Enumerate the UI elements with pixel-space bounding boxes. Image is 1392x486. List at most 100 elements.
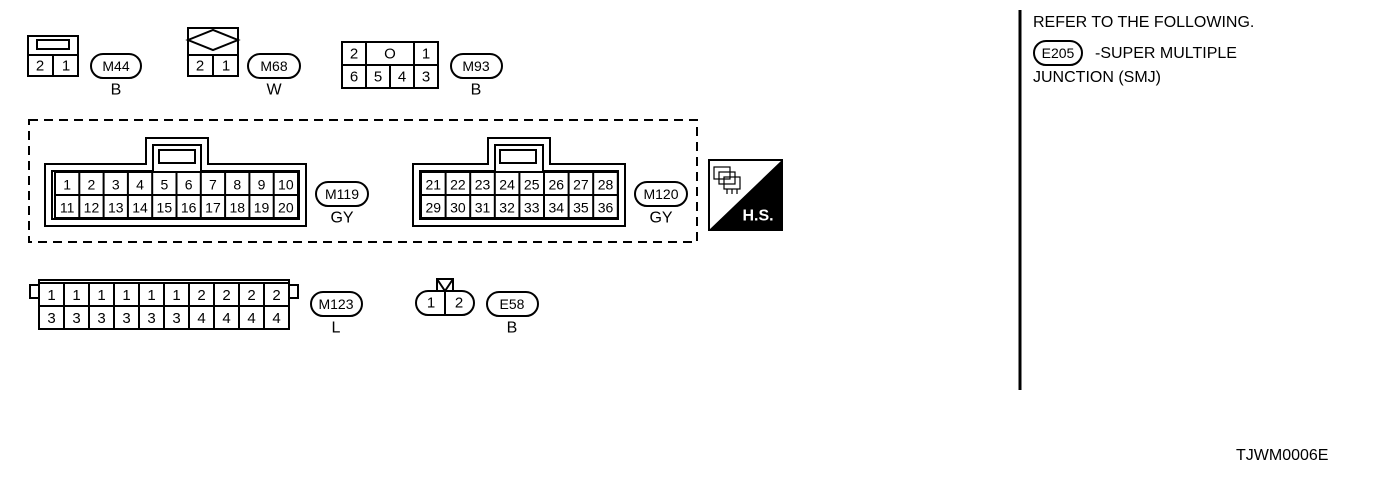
pin-label: 12 [84,200,100,216]
connector-e58 [415,278,475,316]
pin-label: 4 [247,310,255,327]
pin-label: 5 [374,69,382,86]
pin-label: O [384,46,396,63]
figure-code: TJWM0006E [1236,447,1329,464]
pin-label: 25 [524,177,540,193]
pin-label: 24 [499,177,515,193]
pin-label: 14 [132,200,148,216]
pin-label: 26 [549,177,565,193]
connector-m44 [27,35,79,77]
harness-icon [713,166,741,194]
pin-label: 4 [136,177,144,193]
pin-label: 2 [196,58,204,75]
pin-label: 4 [222,310,230,327]
pin-label: 2 [247,287,255,304]
pin-label: 2 [350,46,358,63]
pin-label: 5 [160,177,168,193]
pin-label: 13 [108,200,124,216]
pin-label: 3 [122,310,130,327]
wire-color-label: B [471,82,482,99]
pin-label: 2 [88,177,96,193]
hs-badge: H.S. [708,159,783,231]
pin-label: 6 [185,177,193,193]
id-oval-e58 [486,291,539,317]
wire-color-label: W [266,82,282,99]
pin-label: 15 [157,200,173,216]
dashed-group-box [28,119,698,243]
connector-m120 [412,137,626,227]
pin-label: 1 [47,287,55,304]
pin-label: 8 [233,177,241,193]
pin-label: 4 [398,69,406,86]
id-oval-e205 [1033,40,1083,66]
pin-label: 34 [549,200,565,216]
pin-label: 21 [426,177,442,193]
note-line-super-multiple: -SUPER MULTIPLE [1095,45,1237,62]
pin-label: 17 [205,200,221,216]
pin-label: 3 [422,69,430,86]
pin-label: 35 [573,200,589,216]
pin-label: 20 [278,200,294,216]
pin-label: 1 [62,58,70,75]
pin-label: 3 [47,310,55,327]
pin-label: 3 [97,310,105,327]
id-oval-m123 [310,291,363,317]
pin-label: 11 [60,200,75,216]
pin-label: 3 [72,310,80,327]
pin-label: 1 [422,46,430,63]
pin-label: 9 [258,177,266,193]
pin-label: 1 [97,287,105,304]
pin-label: 1 [172,287,180,304]
pin-label: 7 [209,177,217,193]
pin-label: 3 [112,177,120,193]
id-oval-m93 [450,53,503,79]
pin-label: 1 [63,177,71,193]
pin-label: 23 [475,177,491,193]
connector-m123 [29,279,299,330]
hs-badge-label: H.S. [742,208,773,225]
pin-label: 2 [36,58,44,75]
wire-color-label: B [507,320,518,337]
connector-id-label: M120 [643,186,678,202]
pin-label: 31 [475,200,491,216]
connector-m119 [44,137,307,227]
pin-label: 3 [147,310,155,327]
connector-id-label: M119 [325,186,359,202]
wire-color-label: GY [330,210,353,227]
pin-label: 1 [72,287,80,304]
pin-label: 30 [450,200,466,216]
wire-color-label: GY [649,210,672,227]
connector-id-label: M68 [260,58,287,74]
pin-label: 28 [598,177,614,193]
pin-label: 2 [197,287,205,304]
id-oval-m44 [90,53,142,79]
pin-label: 16 [181,200,197,216]
pin-label: 29 [426,200,442,216]
note-line-junction: JUNCTION (SMJ) [1033,69,1161,86]
pin-label: 2 [222,287,230,304]
pin-label: 1 [122,287,130,304]
pin-label: 6 [350,69,358,86]
pin-label: 4 [272,310,280,327]
connector-m68 [185,27,241,77]
pin-label: 10 [278,177,294,193]
id-oval-m119 [315,181,369,207]
pin-label: 2 [455,295,463,312]
connector-id-label: E205 [1042,45,1075,61]
pin-label: 4 [197,310,205,327]
pin-label: 1 [222,58,230,75]
connector-id-label: M93 [462,58,489,74]
pin-label: 32 [499,200,515,216]
connector-id-label: M44 [102,58,129,74]
connector-m93 [341,41,439,89]
wire-color-label: L [332,320,341,337]
pin-label: 33 [524,200,540,216]
note-heading: REFER TO THE FOLLOWING. [1033,14,1255,31]
pin-label: 19 [254,200,270,216]
connector-id-label: M123 [318,296,353,312]
wire-color-label: B [111,82,122,99]
pin-label: 27 [573,177,589,193]
pin-label: 18 [229,200,245,216]
pin-label: 1 [147,287,155,304]
